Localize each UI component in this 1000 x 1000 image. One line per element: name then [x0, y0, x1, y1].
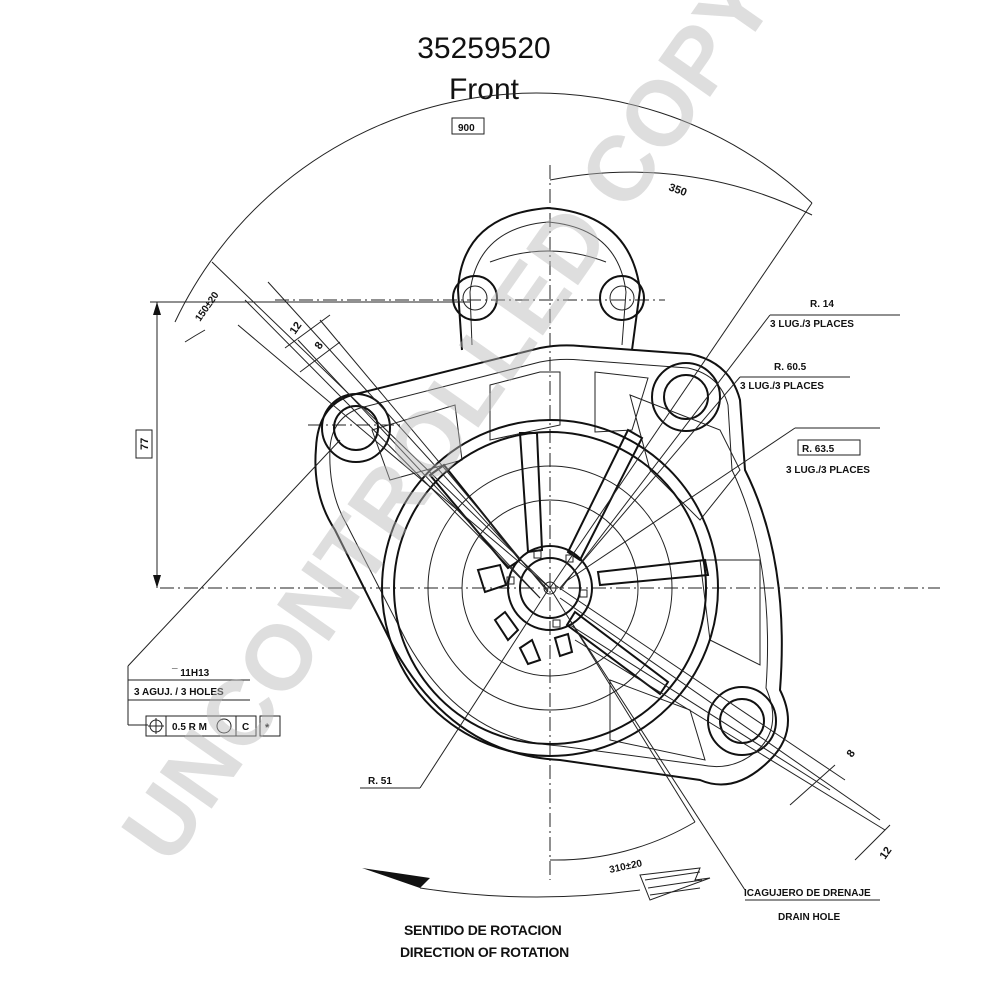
dim-350: 350 — [667, 182, 688, 200]
leader-lines — [127, 314, 900, 901]
callout-r635: R. 63.5 — [802, 444, 835, 455]
callout-r14-places: 3 LUG./3 PLACES — [770, 319, 854, 330]
callout-hole-places: 3 AGUJ. / 3 HOLES — [134, 687, 224, 698]
dim-310: 310±20 — [608, 858, 643, 876]
dim-12-bottom: 12 — [878, 845, 895, 862]
callout-drain-es: ICAGUJERO DE DRENAJE — [744, 888, 871, 899]
tolerance-mark: * — [265, 722, 270, 734]
dim-8-top: 8 — [313, 340, 326, 352]
housing-circles — [381, 419, 719, 757]
callout-hole: ¯ 11H13 — [171, 667, 210, 679]
mounting-flange — [314, 344, 789, 786]
callout-drain-en: DRAIN HOLE — [778, 912, 841, 923]
slot-dimensions-top — [244, 117, 549, 599]
drawing-title: 35259520 — [417, 32, 550, 65]
callout-r51: R. 51 — [368, 776, 392, 787]
rotation-arrows — [362, 867, 711, 901]
tolerance-datum: C — [242, 722, 249, 733]
callout-r605: R. 60.5 — [774, 362, 807, 373]
watermark: UNCONTROLLED COPY — [103, 0, 793, 879]
rotation-label-es: SENTIDO DE ROTACION — [404, 922, 562, 938]
solenoid-mount — [452, 206, 645, 351]
callout-r14: R. 14 — [810, 299, 834, 310]
callout-r605-places: 3 LUG./3 PLACES — [740, 381, 824, 392]
dim-77: 77 — [139, 438, 151, 450]
dim-12-top: 12 — [288, 320, 305, 337]
slot-dimensions-bottom — [554, 584, 891, 861]
lug-holes — [321, 362, 777, 756]
rotation-label-en: DIRECTION OF ROTATION — [400, 944, 569, 960]
callout-r635-places: 3 LUG./3 PLACES — [786, 465, 870, 476]
dimension-77 — [135, 301, 470, 588]
tolerance-frame — [145, 439, 861, 737]
pinion-gear — [493, 545, 593, 666]
tolerance-value: 0.5 R M — [172, 722, 207, 733]
dim-150: 150±20 — [193, 290, 221, 324]
dim-900: 900 — [458, 123, 475, 134]
dim-8-bottom: 8 — [845, 748, 858, 760]
